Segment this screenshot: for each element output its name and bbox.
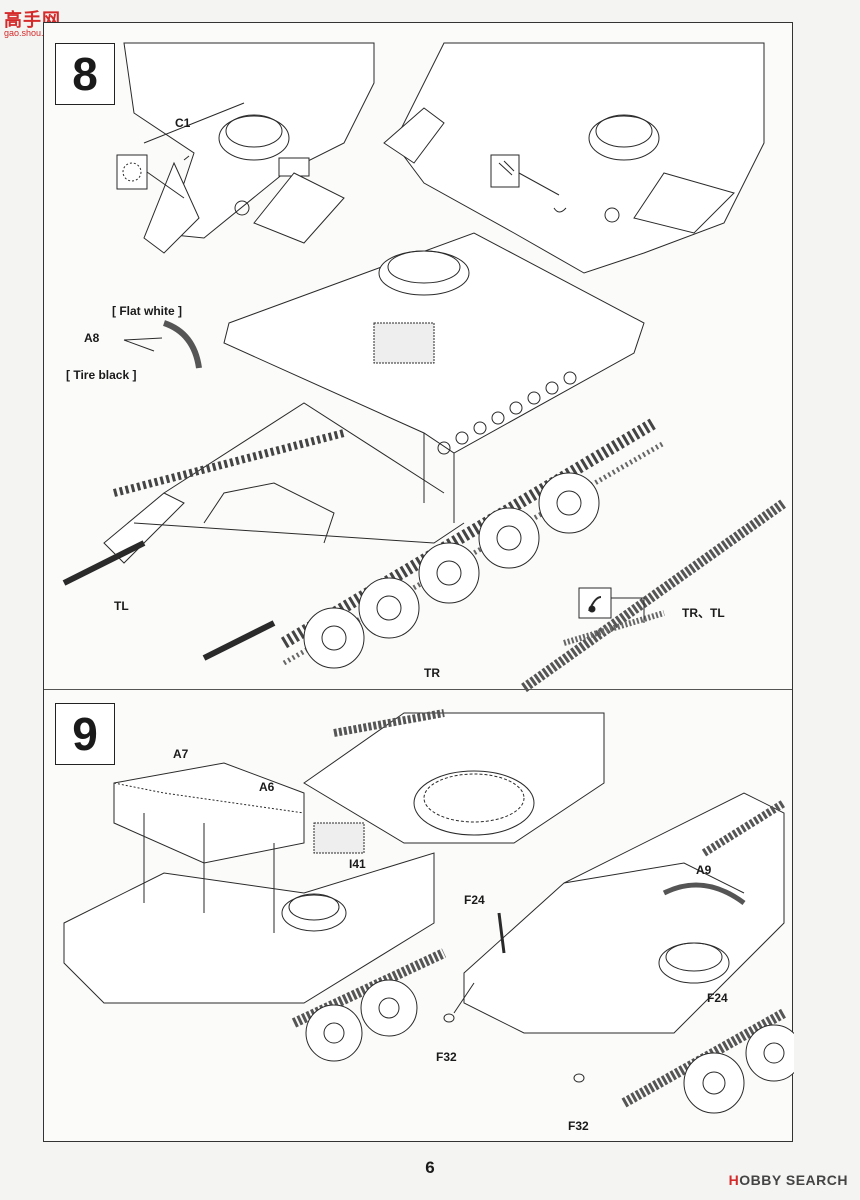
step-divider <box>44 689 792 690</box>
step9-left-vehicle <box>63 709 605 1062</box>
label-f24-left: F24 <box>464 893 485 907</box>
step-9-number: 9 <box>55 703 115 765</box>
brand-mark: H <box>728 1172 740 1188</box>
instruction-frame: 8 9 <box>43 22 794 1142</box>
step8-main-vehicle <box>62 232 787 693</box>
label-a9: A9 <box>696 863 712 877</box>
label-tr-tl: TR、TL <box>682 606 725 620</box>
step8-detail-right <box>383 42 765 274</box>
step8-detail-left <box>116 42 375 254</box>
watermark-url: gao.shou.com <box>4 28 61 38</box>
step9-right-vehicle <box>443 792 794 1114</box>
label-flat-white: [ Flat white ] <box>112 304 182 318</box>
step-8-number: 8 <box>55 43 115 105</box>
grille-holes <box>437 371 577 455</box>
brand-text: OBBY SEARCH <box>739 1172 848 1188</box>
label-f24-right: F24 <box>707 991 728 1005</box>
label-f32-bottom: F32 <box>568 1119 589 1133</box>
label-tl: TL <box>114 599 129 613</box>
label-a8: A8 <box>84 331 100 345</box>
label-a6: A6 <box>259 780 275 794</box>
label-tire-black: [ Tire black ] <box>66 368 137 382</box>
page-number: 6 <box>425 1158 435 1177</box>
label-tr: TR <box>424 666 440 680</box>
label-c1: C1 <box>175 116 191 130</box>
label-a7: A7 <box>173 747 189 761</box>
label-f32-left: F32 <box>436 1050 457 1064</box>
footer-brand: HOBBY SEARCH <box>729 1172 848 1188</box>
label-i41: I41 <box>349 857 366 871</box>
assembly-drawing <box>62 42 794 1114</box>
